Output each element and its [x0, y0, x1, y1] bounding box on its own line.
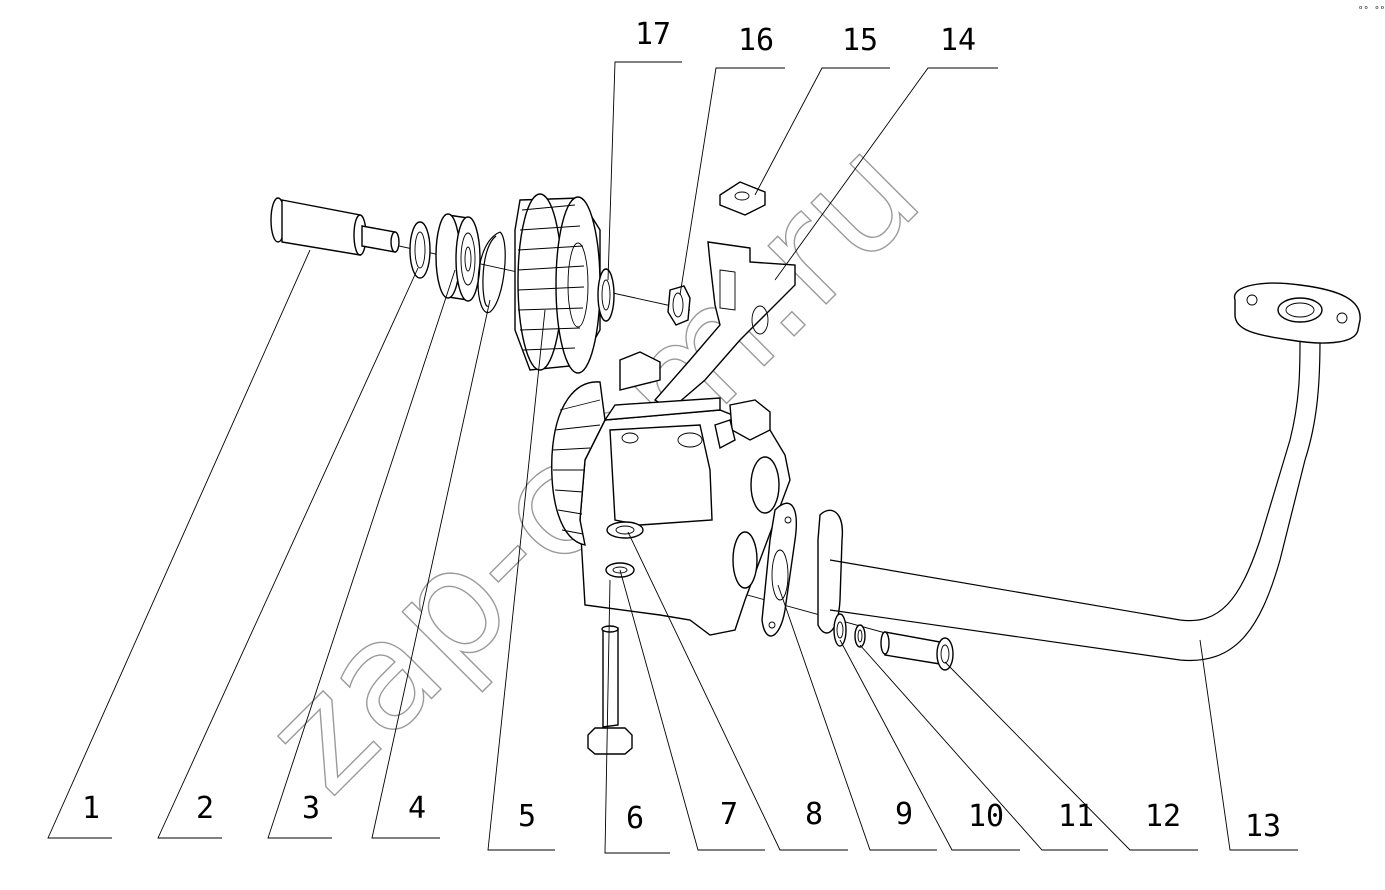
callout-7: 7 [720, 797, 738, 832]
callout-12: 12 [1145, 799, 1181, 834]
callout-11: 11 [1058, 799, 1094, 834]
callout-2: 2 [196, 791, 214, 826]
callout-9: 9 [895, 797, 913, 832]
part-cap-screw [880, 631, 954, 671]
part-bearing [435, 213, 481, 302]
callout-1: 1 [82, 791, 100, 826]
part-gear [514, 193, 601, 374]
part-pump-body [551, 351, 791, 636]
part-bracket [653, 241, 796, 411]
callout-16: 16 [738, 23, 774, 58]
callout-10: 10 [968, 799, 1004, 834]
callout-15: 15 [842, 23, 878, 58]
part-shaft [270, 197, 400, 256]
callout-labels: 1 2 3 4 5 6 7 8 9 10 11 12 13 14 15 16 1… [82, 17, 1281, 844]
callout-3: 3 [302, 791, 320, 826]
leader-lines [47, 61, 1298, 854]
callout-8: 8 [805, 797, 823, 832]
callout-5: 5 [518, 799, 536, 834]
callout-6: 6 [626, 801, 644, 836]
corner-mark: ᵒᵒ ᵒᵒᵒ [1358, 5, 1385, 15]
part-washer-10 [833, 613, 847, 647]
part-square-block [719, 181, 766, 216]
callout-13: 13 [1245, 809, 1281, 844]
part-washer-17 [597, 268, 615, 322]
callout-4: 4 [408, 791, 426, 826]
callout-14: 14 [940, 23, 976, 58]
part-washer-11 [854, 624, 866, 648]
part-nut [667, 285, 691, 326]
part-bolt [587, 625, 633, 755]
part-washer-2 [409, 221, 431, 279]
part-snap-ring [477, 231, 506, 313]
callout-17: 17 [635, 17, 671, 52]
part-gasket [761, 502, 797, 637]
part-pipe [817, 282, 1361, 662]
